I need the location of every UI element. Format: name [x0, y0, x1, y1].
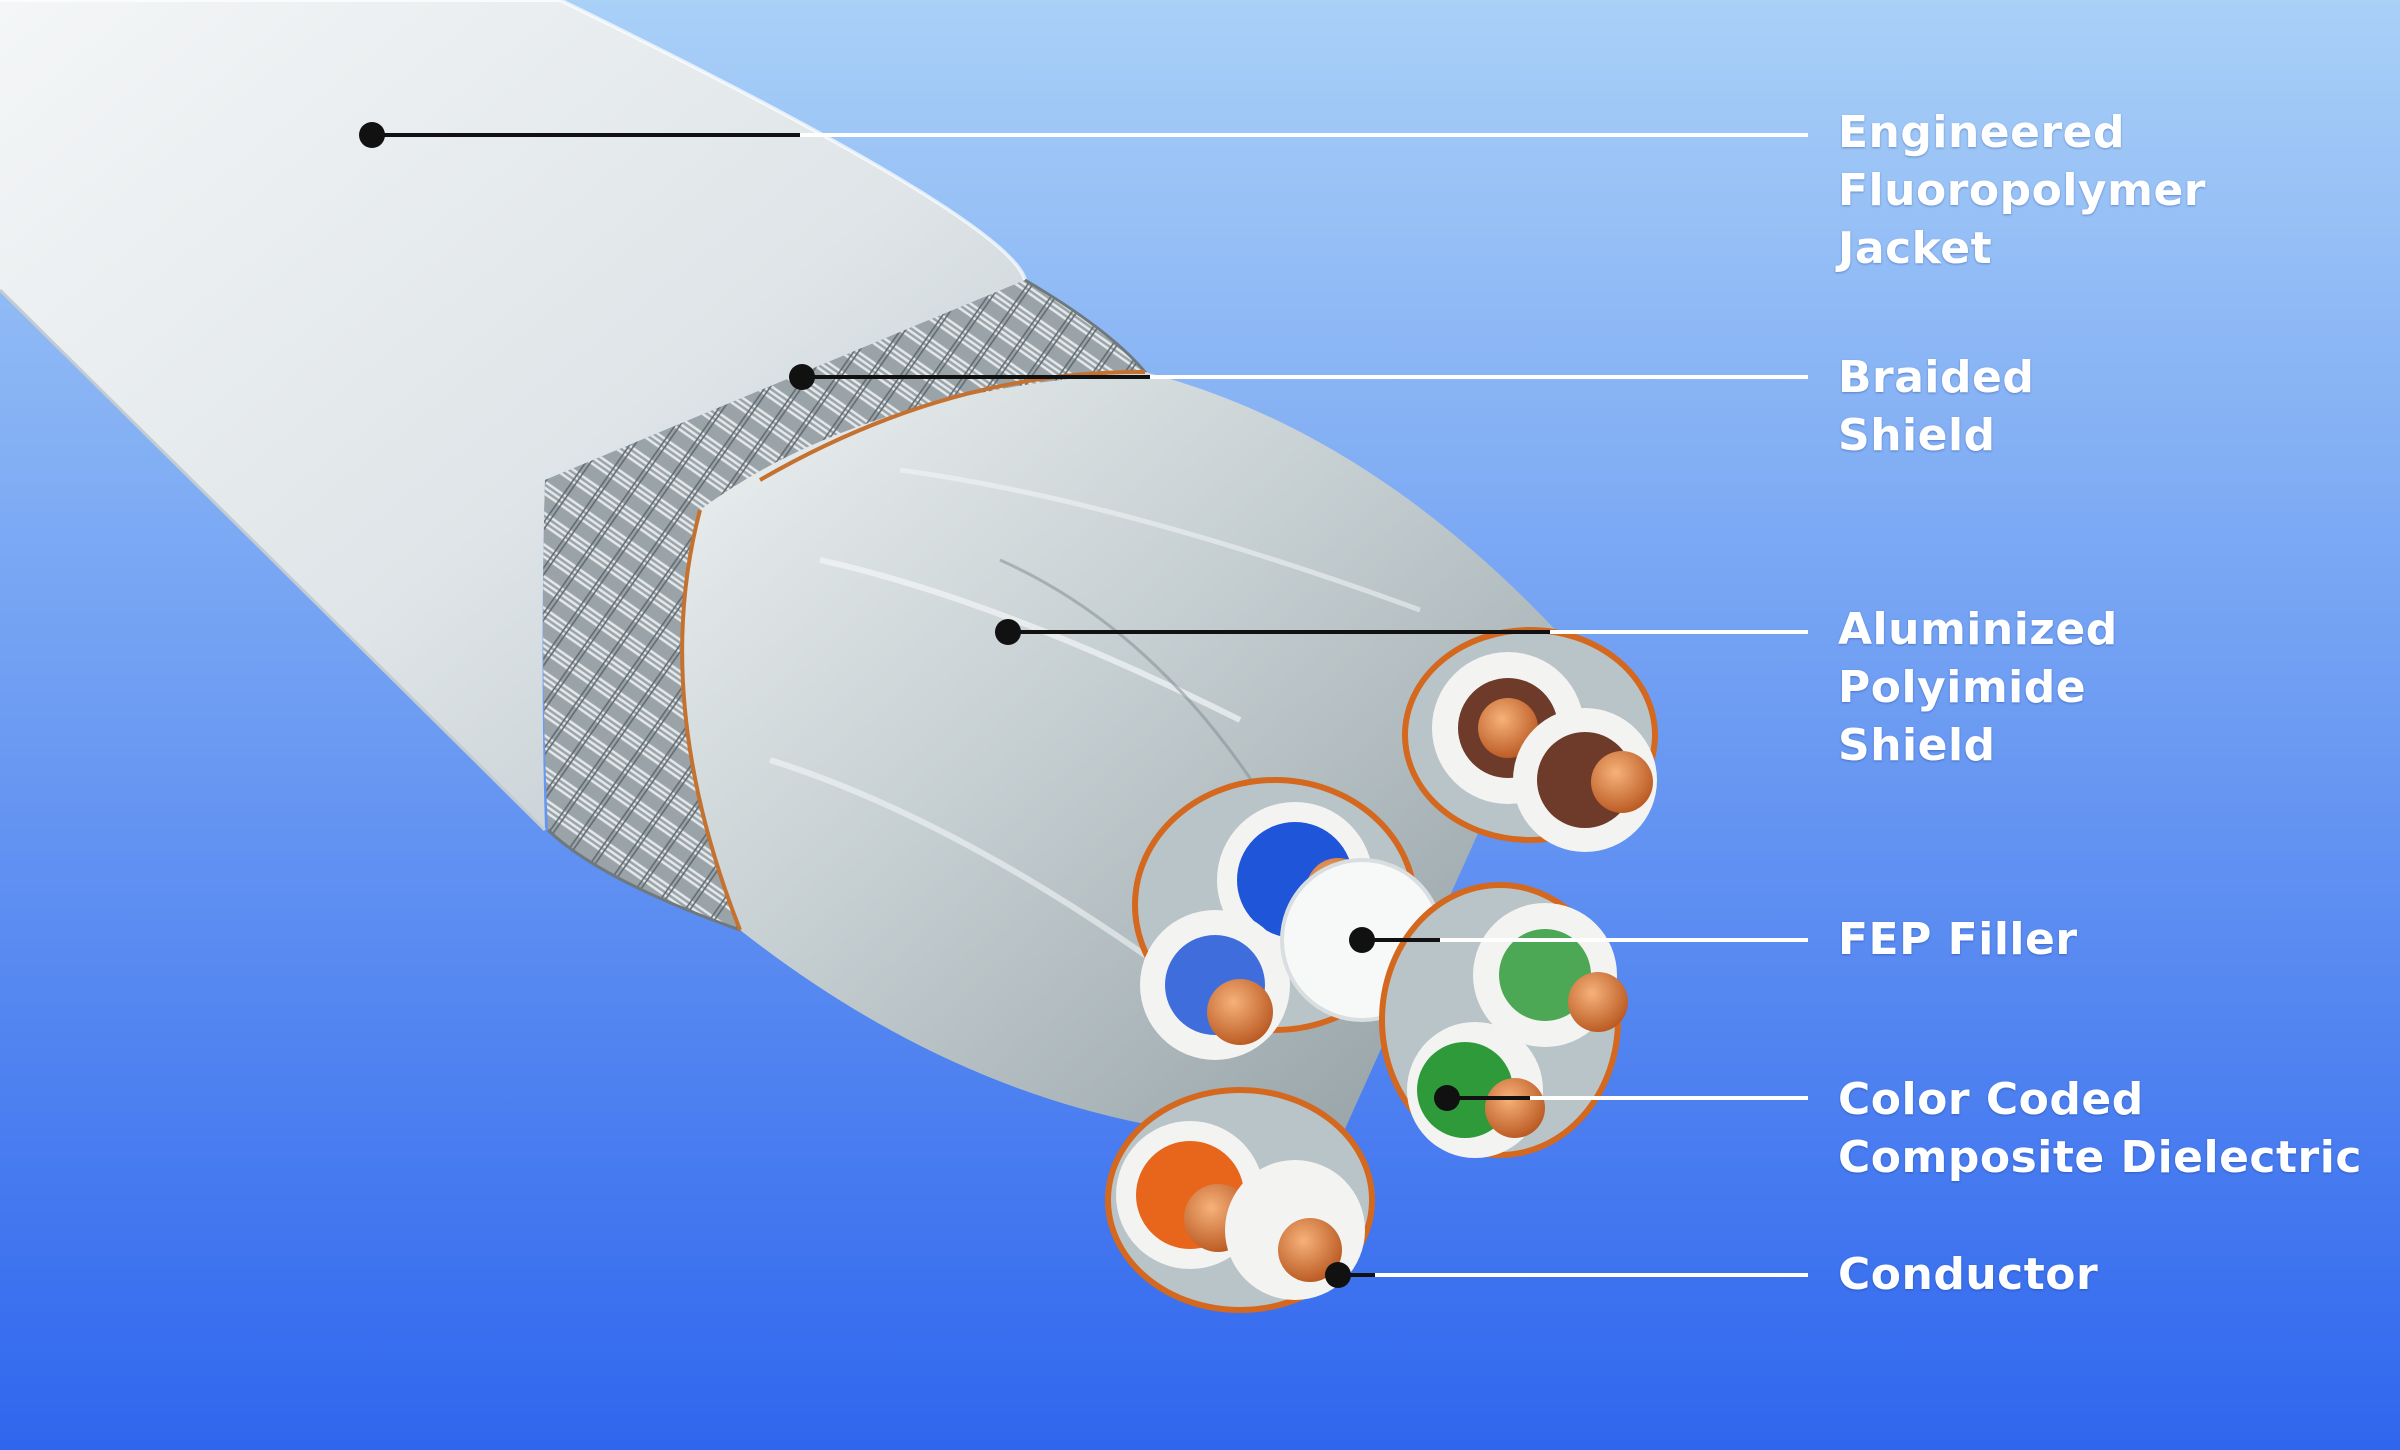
- label-conductor: Conductor: [1838, 1246, 2098, 1304]
- label-foil-line-2: Polyimide: [1838, 662, 2087, 713]
- label-dielectric-line-2: Composite Dielectric: [1838, 1132, 2362, 1183]
- label-jacket-line-3: Jacket: [1838, 223, 1993, 274]
- label-braid-line-1: Braided: [1838, 352, 2035, 403]
- label-foil-line-3: Shield: [1838, 720, 1996, 771]
- label-dielectric: Color Coded Composite Dielectric: [1838, 1071, 2362, 1187]
- label-jacket-line-1: Engineered: [1838, 107, 2126, 158]
- label-foil-line-1: Aluminized: [1838, 604, 2118, 655]
- label-fep-filler: FEP Filler: [1838, 911, 2078, 969]
- label-conductor-line-1: Conductor: [1838, 1249, 2099, 1300]
- filler-pointer-dot: [1349, 927, 1375, 953]
- jacket-pointer-dot: [359, 122, 385, 148]
- dielectric-pointer-dot: [1434, 1085, 1460, 1111]
- jacket: [0, 0, 1027, 832]
- label-jacket-line-2: Fluoropolymer: [1838, 165, 2206, 216]
- foil-pointer-dot: [995, 619, 1021, 645]
- label-aluminized-shield: Aluminized Polyimide Shield: [1838, 601, 2118, 775]
- label-braided-shield: Braided Shield: [1838, 349, 2034, 465]
- label-filler-line-1: FEP Filler: [1838, 914, 2078, 965]
- braid-pointer-dot: [789, 364, 815, 390]
- orange-pair: [1105, 1087, 1375, 1313]
- conductor-pointer-dot: [1325, 1262, 1351, 1288]
- label-jacket: Engineered Fluoropolymer Jacket: [1838, 104, 2206, 278]
- brown-pair: [1402, 627, 1658, 852]
- label-dielectric-line-1: Color Coded: [1838, 1074, 2144, 1125]
- label-braid-line-2: Shield: [1838, 410, 1996, 461]
- leader-lines: [359, 122, 1808, 1288]
